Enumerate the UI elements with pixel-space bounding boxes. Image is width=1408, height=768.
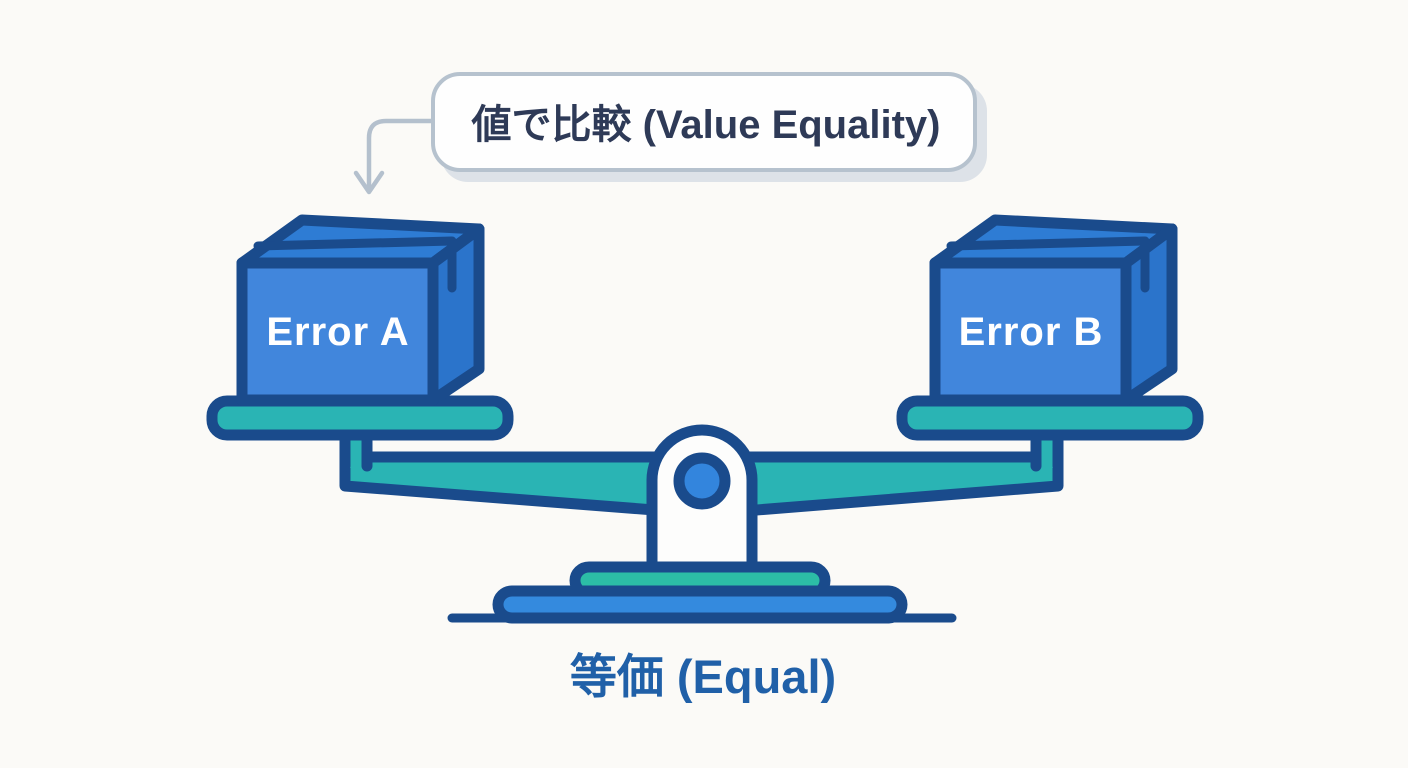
callout-arrow-icon	[353, 118, 436, 195]
right-box-lid-seam	[946, 236, 1150, 293]
callout-bubble	[431, 72, 977, 172]
left-box: Error A	[236, 214, 485, 406]
pivot-circle	[673, 452, 731, 510]
right-box-label: Error B	[959, 310, 1104, 354]
callout: 値で比較 (Value Equality)	[431, 72, 987, 182]
left-pan	[206, 395, 514, 441]
left-box-front-face	[236, 257, 439, 406]
left-box-lid-seam	[253, 236, 457, 293]
left-box-label: Error A	[266, 310, 409, 354]
caption-label: 等価 (Equal)	[570, 650, 836, 703]
callout-label: 値で比較 (Value Equality)	[471, 103, 941, 147]
scale-pedestal	[447, 424, 957, 624]
right-pan	[896, 395, 1204, 441]
right-box: Error B	[929, 214, 1178, 406]
right-box-front-face	[929, 257, 1132, 406]
